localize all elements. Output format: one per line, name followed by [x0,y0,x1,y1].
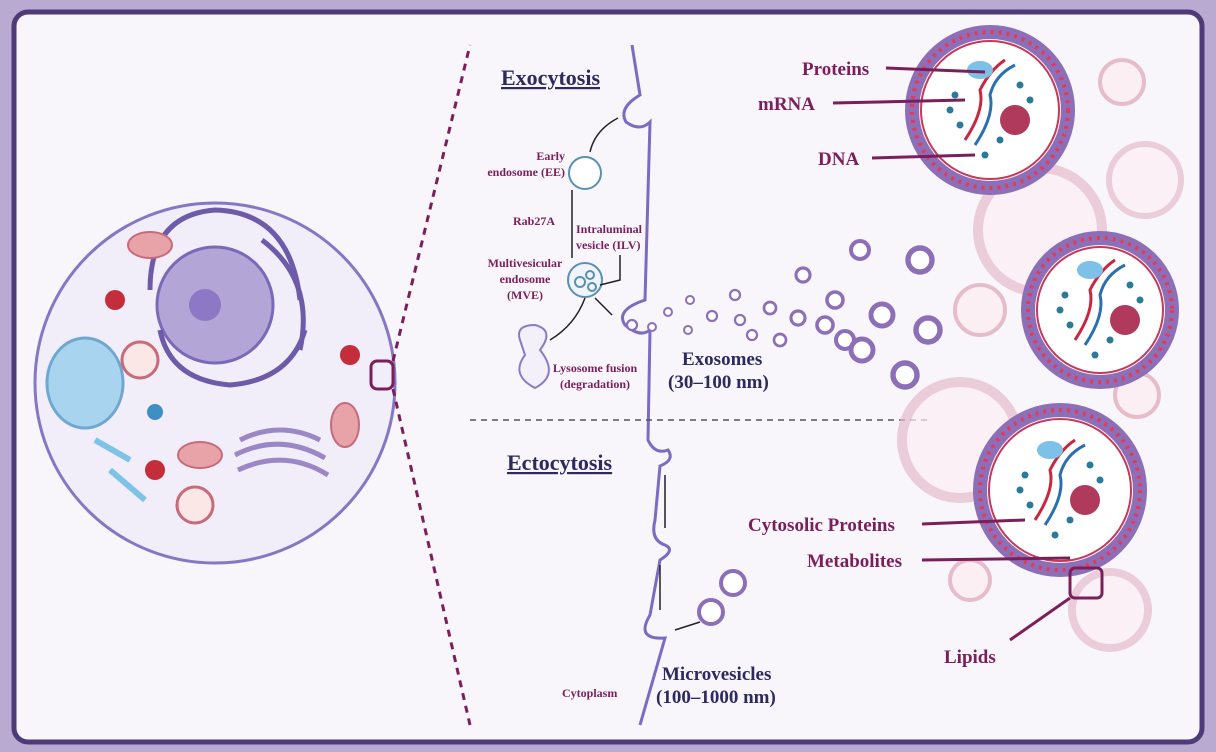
exosome [728,288,742,302]
cargo-vesicle [1021,231,1179,389]
cargo-vesicle [905,25,1075,195]
microvesicle [719,569,747,597]
cargo-vesicle [973,403,1147,577]
lysosome [145,460,165,480]
metabolite-icon [1106,336,1114,344]
metabolite-icon [1126,281,1134,289]
protein-icon [1000,105,1030,135]
exosome [683,325,693,335]
metabolite-icon [1091,351,1099,359]
exosome [890,360,920,390]
cell [33,201,397,565]
dna-icon [1073,258,1116,341]
microvesicles-label: Microvesicles(100–1000 nm) [656,664,776,708]
dna-icon [963,58,1006,141]
mrna-label: mRNA [758,94,815,115]
microvesicle [697,598,725,626]
cargo-leader-lines [832,66,1104,642]
metabolite-icon [1021,471,1029,479]
exosome [848,238,872,262]
exosome [794,266,812,284]
exosome [733,313,747,327]
lysosome [340,345,360,365]
vesicle [120,340,160,380]
zoom-line [391,44,472,362]
ectocytosis-heading: Ectocytosis [507,450,613,475]
metabolite-icon [981,151,989,159]
nucleolus [189,289,221,321]
metabolite-icon [1096,476,1104,484]
exocytosis-heading: Exocytosis [501,65,600,90]
zoom-box [369,359,395,391]
protein-icon [1037,441,1063,459]
metabolite-icon [956,121,964,129]
early-endosome [568,156,602,190]
metabolite-icon [1016,81,1024,89]
metabolite-icon [1086,461,1094,469]
exosome [705,309,719,323]
vesicle [175,485,215,525]
metabolite-icon [1136,296,1144,304]
metabolite-icon [996,136,1004,144]
extracellular-vesicles [897,25,1184,652]
metabolite-icon [1066,516,1074,524]
exosome [848,336,876,364]
exosome [825,290,845,310]
pathway-arrows [549,117,701,631]
metabolite-icon [1061,291,1069,299]
lysosome-fusion-label: Lysosome fusion(degradation) [553,361,638,391]
metabolite-icon [1026,96,1034,104]
protein-icon [1070,485,1100,515]
golgi [233,427,330,478]
exosome [905,245,935,275]
plasma-membrane [621,44,672,726]
protein-icon [1077,261,1103,279]
exosome [685,295,695,305]
cytoskeleton [93,437,147,503]
exosome [663,307,673,317]
cytoplasm-label: Cytoplasm [562,686,617,700]
vacuole [45,336,125,430]
metabolites-label: Metabolites [807,551,902,572]
exosome [868,301,896,329]
centrosome [147,404,163,420]
exosome [625,318,639,332]
lysosome-fusion [518,323,550,390]
metabolite-icon [946,106,954,114]
mitochondrion [330,402,360,448]
exosome [789,309,807,327]
lipids-label: Lipids [944,647,996,668]
protein-icon [1110,305,1140,335]
exosome [772,332,788,348]
rab27a-label: Rab27A [513,214,555,228]
mitochondrion [127,231,173,259]
exosome-group [625,238,943,390]
exosome [815,315,835,335]
metabolite-icon [1051,531,1059,539]
exosome [647,322,657,332]
protein-icon [967,61,993,79]
proteins-label: Proteins [802,59,869,80]
metabolite-icon [1056,306,1064,314]
exosomes-label: Exosomes(30–100 nm) [668,349,769,393]
metabolite-icon [1066,321,1074,329]
metabolite-icon [1026,501,1034,509]
exosome [745,328,759,342]
exosome [913,315,943,345]
exosome [762,300,778,316]
cytosolic-proteins-label: Cytosolic Proteins [748,515,895,536]
metabolite-icon [951,91,959,99]
dna-icon [1033,438,1076,521]
lysosome [105,290,125,310]
zoom-line [391,388,472,726]
dna-label: DNA [818,149,859,170]
metabolite-icon [1016,486,1024,494]
diagram-frame [11,9,1205,745]
mitochondrion [177,441,223,469]
